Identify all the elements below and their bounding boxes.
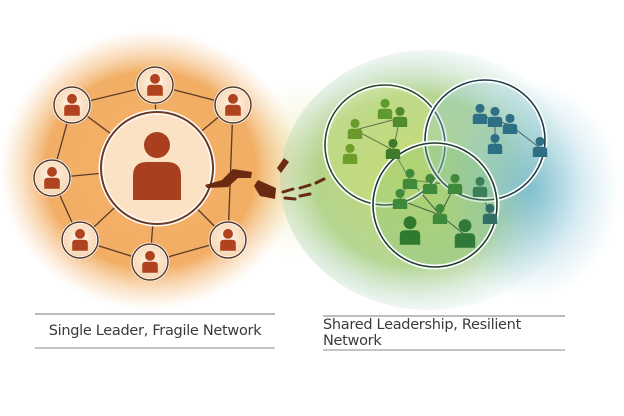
- connection-line: [354, 117, 401, 131]
- follower-node: [52, 85, 92, 125]
- person-icon: [347, 118, 363, 139]
- follower-nodes: [32, 65, 253, 282]
- person-icon: [502, 113, 518, 134]
- person-icon: [487, 133, 503, 154]
- person-icon: [64, 93, 80, 116]
- person-icon: [392, 106, 408, 127]
- person-icon: [482, 203, 498, 224]
- follower-node: [135, 65, 175, 105]
- person-icon: [447, 173, 463, 194]
- person-icon: [72, 228, 88, 251]
- person-icon: [147, 73, 163, 96]
- person-icon: [487, 106, 503, 127]
- person-icon: [392, 188, 408, 209]
- person-icon: [399, 216, 421, 245]
- follower-node: [130, 242, 170, 282]
- follower-node: [208, 220, 248, 260]
- person-icon: [377, 98, 393, 119]
- leader-person-icon: [133, 132, 181, 200]
- person-icon: [385, 138, 401, 159]
- person-icon: [472, 103, 488, 124]
- person-icon: [402, 168, 418, 189]
- person-icon: [532, 136, 548, 157]
- follower-node: [32, 158, 72, 198]
- person-icon: [422, 173, 438, 194]
- person-icon: [342, 143, 358, 164]
- person-icon: [220, 228, 236, 251]
- broken-link-icon: [205, 158, 326, 201]
- person-icon: [472, 176, 488, 197]
- person-icon: [225, 93, 241, 116]
- central-leader-node: [98, 109, 216, 227]
- caption-single-leader: Single Leader, Fragile Network: [35, 313, 275, 349]
- follower-node: [213, 85, 253, 125]
- person-icon: [44, 166, 60, 189]
- caption-shared-leadership: Shared Leadership, Resilient Network: [323, 315, 565, 351]
- person-icon: [432, 203, 448, 224]
- person-icon: [454, 219, 476, 248]
- team-members: [342, 98, 548, 248]
- person-icon: [142, 250, 158, 273]
- follower-node: [60, 220, 100, 260]
